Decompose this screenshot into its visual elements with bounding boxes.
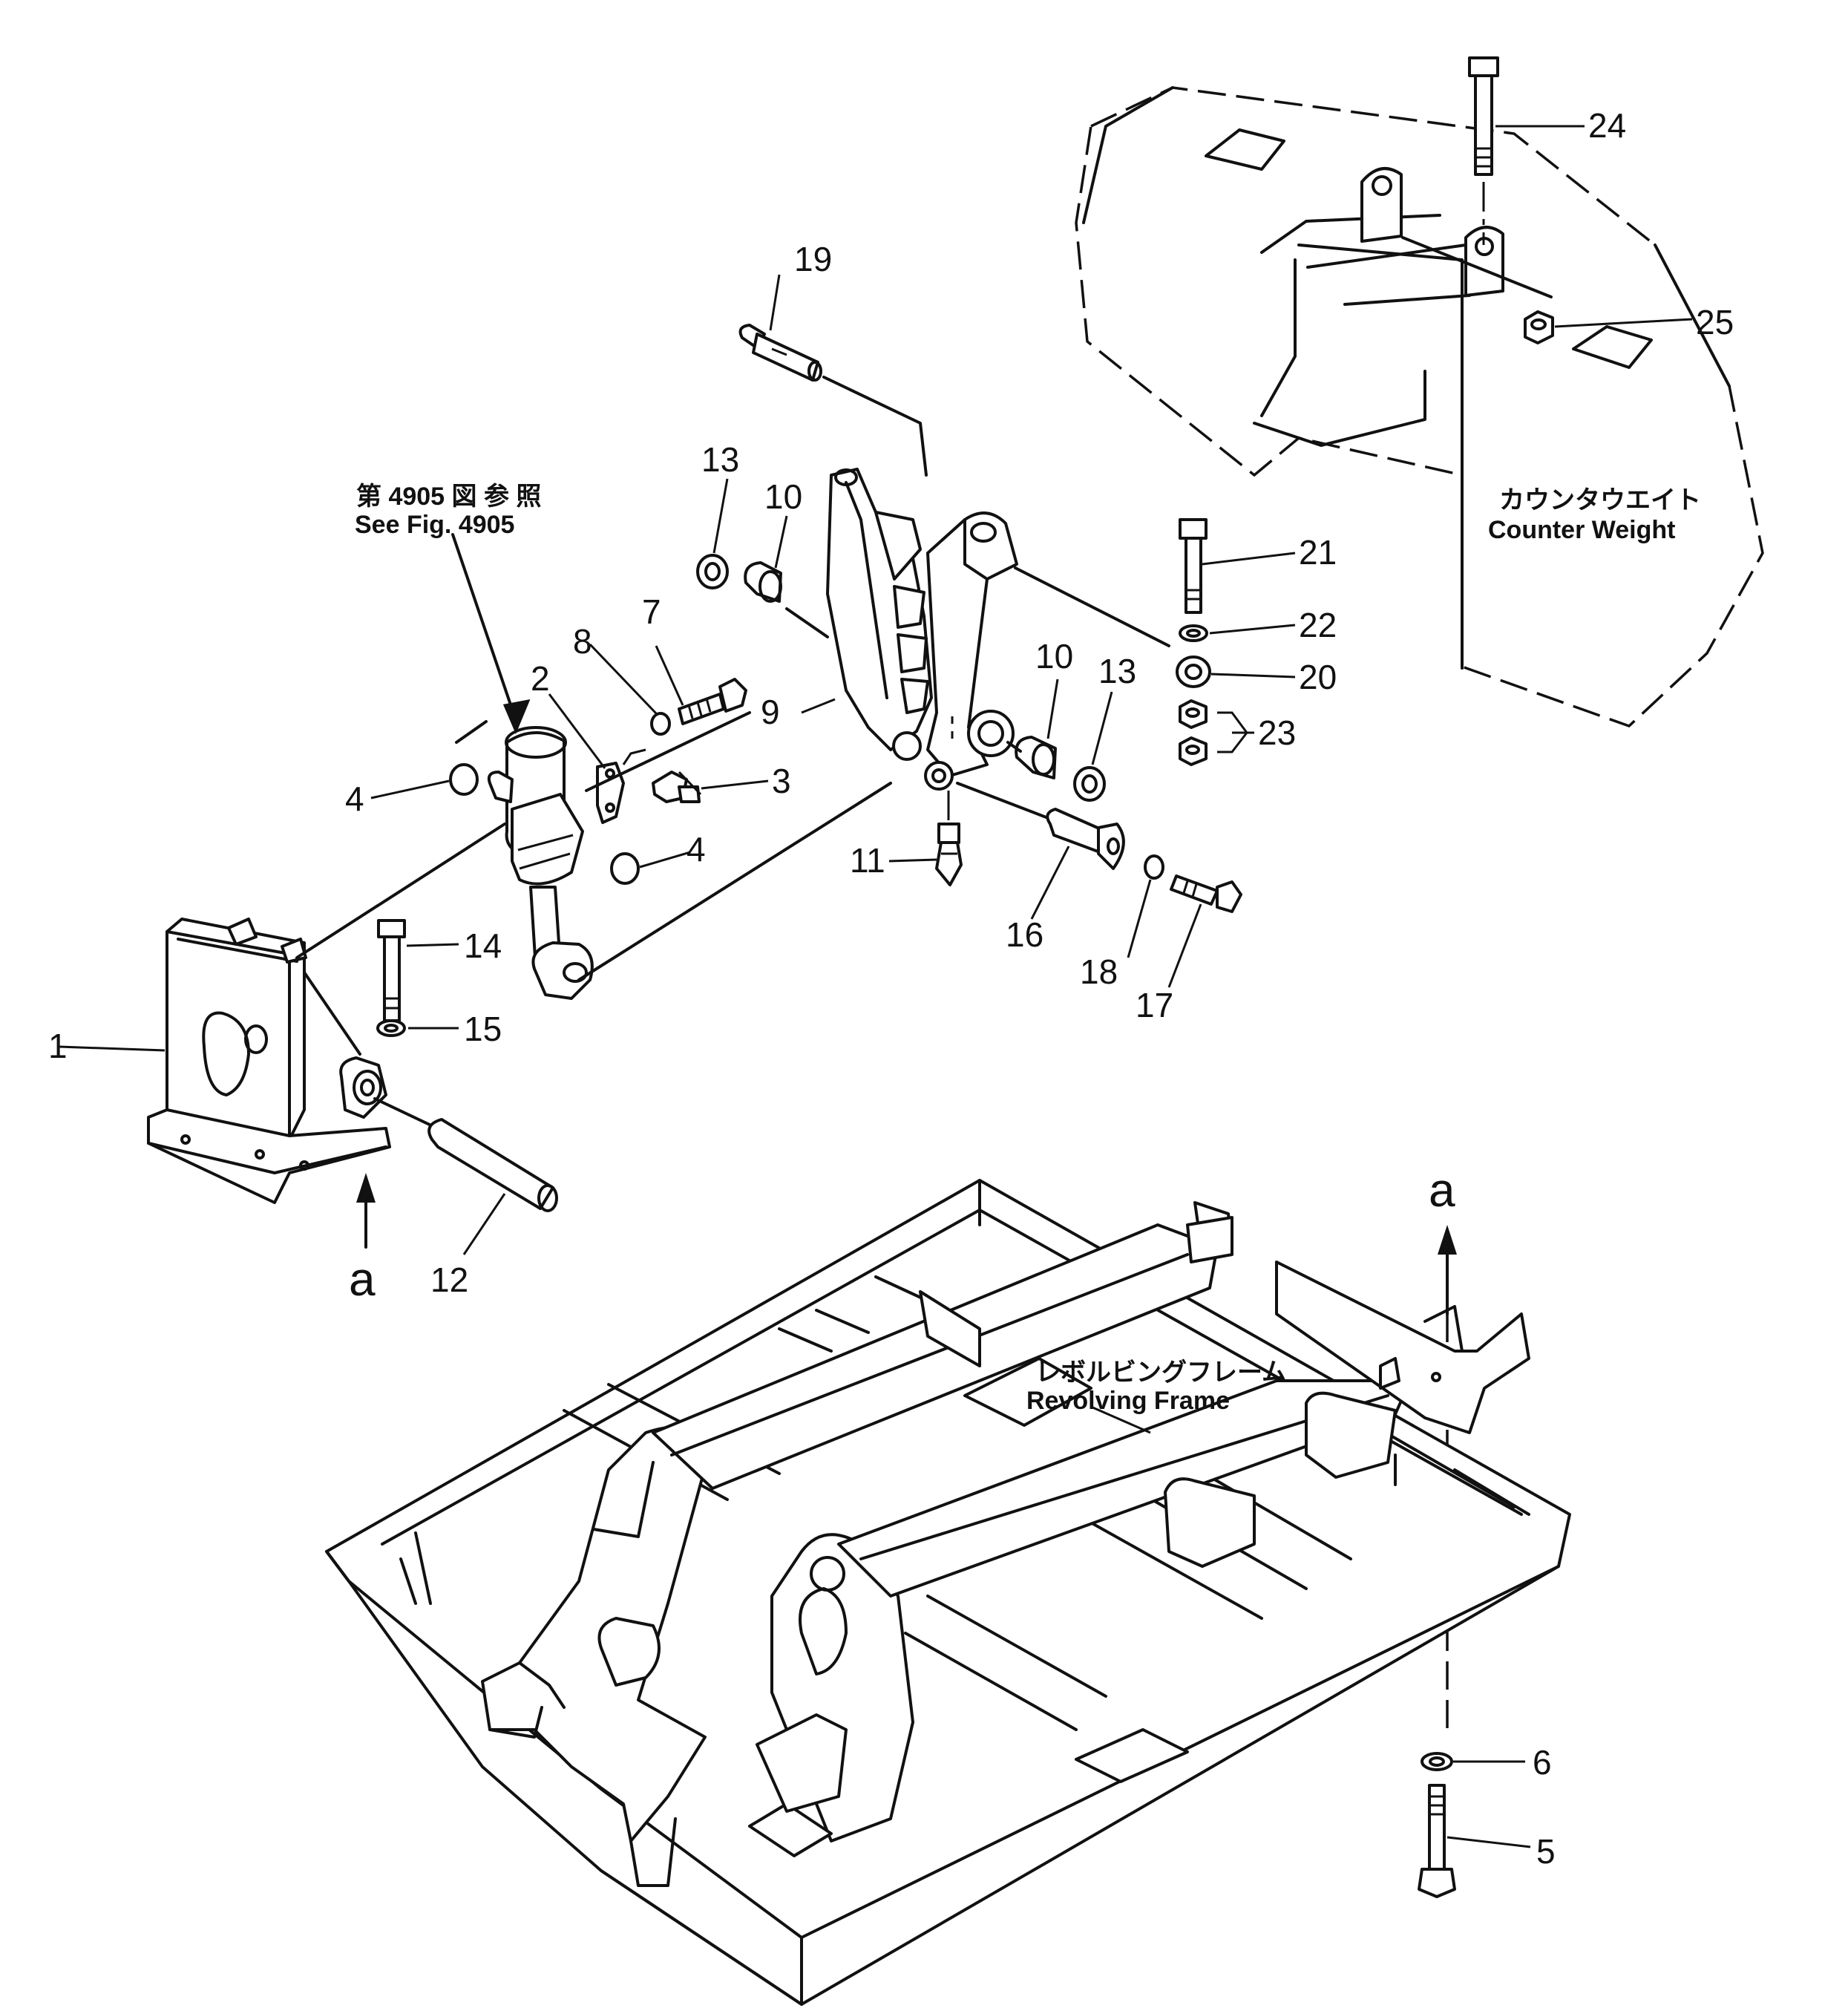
bushing-10-left — [744, 561, 782, 603]
washer-6 — [650, 712, 671, 736]
bracket-1 — [147, 918, 391, 1204]
callout-16: 16 — [1006, 915, 1043, 954]
leader-lines — [59, 125, 1693, 1848]
bolt-17 — [1170, 874, 1242, 913]
callout-10-right: 10 — [1035, 637, 1073, 676]
counter-weight — [1075, 86, 1764, 728]
callout-7: 5 — [1536, 1832, 1556, 1871]
counter-weight-en: Counter Weight — [1488, 516, 1675, 544]
callout-21: 21 — [1299, 533, 1337, 572]
callout-15: 15 — [464, 1010, 502, 1048]
pin-16 — [956, 782, 1125, 870]
callout-3: 3 — [772, 762, 791, 800]
revolving-frame-en: Revolving Frame — [1026, 1387, 1230, 1415]
washer-18 — [1144, 854, 1164, 880]
pin-12 — [373, 1097, 558, 1212]
bolt-14 — [377, 919, 406, 1022]
callout-5: 7 — [642, 592, 661, 631]
callout-22: 22 — [1299, 606, 1337, 644]
callout-2: 2 — [531, 659, 550, 698]
callout-10-left: 10 — [764, 477, 802, 516]
bushing-4-lower — [610, 852, 640, 885]
grease-fitting-11 — [935, 791, 963, 886]
callout-1: 1 — [48, 1027, 68, 1065]
view-arrow-a-left — [356, 1173, 376, 1249]
assembly-labels: カウンタウエイト Counter Weight レボルビングフレーム Revol… — [1026, 486, 1701, 1415]
bolt-5 — [678, 678, 747, 725]
callout-11: 11 — [850, 841, 885, 880]
callout-9: 9 — [761, 693, 780, 731]
callout-24: 24 — [1588, 106, 1626, 145]
reference-note: 第 4905 図 参 照 See Fig. 4905 — [355, 483, 541, 539]
view-labels: a a — [349, 1163, 1455, 1306]
see-fig-jp: 第 4905 図 参 照 — [356, 483, 541, 511]
callout-12: 12 — [430, 1260, 468, 1299]
callout-14: 14 — [464, 926, 502, 965]
clamp-2 — [596, 748, 646, 824]
fitting-3 — [652, 771, 701, 803]
see-fig-en: See Fig. 4905 — [355, 511, 514, 539]
callout-17: 17 — [1136, 986, 1173, 1024]
link-bracket-9 — [826, 468, 1018, 791]
revolving-frame — [325, 1179, 1571, 2006]
nut-25 — [1524, 310, 1554, 344]
bushing-4-upper — [449, 763, 479, 796]
callout-numbers: 24 25 19 13 10 21 22 20 23 10 13 9 7 8 2… — [48, 106, 1734, 1871]
cylinder-assembly — [487, 726, 594, 1000]
view-label-a-right: a — [1429, 1163, 1455, 1217]
washer-8 — [1421, 1752, 1453, 1771]
callout-4-lower: 4 — [687, 830, 706, 869]
bolt-7 — [1418, 1784, 1456, 1898]
callout-8: 6 — [1533, 1743, 1552, 1782]
spacer-20 — [1176, 655, 1211, 688]
callout-4-upper: 4 — [345, 779, 364, 818]
callout-13-right: 13 — [1098, 652, 1136, 690]
callout-19: 19 — [794, 240, 832, 278]
pin-19 — [738, 324, 928, 477]
counter-weight-jp: カウンタウエイト — [1499, 486, 1701, 514]
seal-13-left — [696, 554, 729, 589]
view-label-a-left: a — [349, 1252, 376, 1306]
revolving-frame-jp: レボルビングフレーム — [1035, 1358, 1287, 1387]
callout-13-left: 13 — [701, 440, 739, 479]
callout-20: 20 — [1299, 658, 1337, 696]
callout-23: 23 — [1258, 713, 1296, 752]
callout-6: 8 — [573, 622, 592, 661]
washer-22 — [1179, 624, 1208, 642]
callout-18: 18 — [1080, 952, 1118, 991]
nuts-23 — [1179, 699, 1248, 766]
washer-15 — [376, 1019, 406, 1037]
callout-25: 25 — [1696, 303, 1734, 341]
bolt-21 — [1179, 518, 1208, 614]
seal-13-right — [1073, 766, 1106, 802]
bolt-24 — [1468, 56, 1499, 245]
reference-arrow — [451, 533, 531, 734]
bushing-10-right — [1015, 736, 1057, 779]
